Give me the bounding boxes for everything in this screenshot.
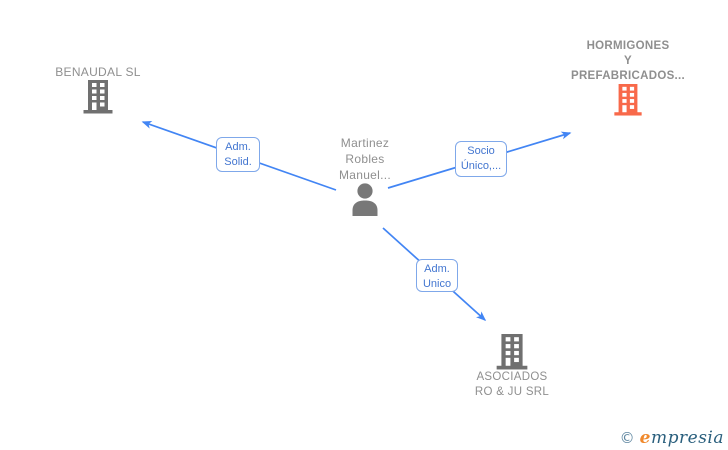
person-node-martinez[interactable]: Martinez Robles Manuel... bbox=[295, 135, 435, 216]
edge-label-socio-unico[interactable]: Socio Único,... bbox=[455, 141, 507, 177]
company-node-benaudal[interactable]: BENAUDAL SL bbox=[18, 64, 178, 114]
company-node-asociados[interactable]: ASOCIADOS RO & JU SRL bbox=[442, 334, 582, 400]
company-node-hormigones[interactable]: HORMIGONES Y PREFABRICADOS... bbox=[553, 39, 703, 116]
company-name-asociados: ASOCIADOS RO & JU SRL bbox=[474, 371, 550, 398]
person-name-martinez: Martinez Robles Manuel... bbox=[338, 136, 392, 182]
company-name-benaudal: BENAUDAL SL bbox=[55, 65, 141, 79]
edge-label-adm-solid[interactable]: Adm. Solid. bbox=[216, 137, 260, 172]
empresia-watermark: © empresia bbox=[620, 428, 724, 448]
building-icon bbox=[83, 80, 113, 114]
copyright-icon: © bbox=[619, 429, 635, 447]
company-name-hormigones: HORMIGONES Y PREFABRICADOS... bbox=[570, 40, 686, 82]
building-icon bbox=[614, 84, 642, 116]
person-icon bbox=[352, 183, 378, 216]
empresia-logo-text: empresia bbox=[639, 428, 724, 448]
edge-label-adm-unico[interactable]: Adm. Unico bbox=[416, 259, 458, 292]
building-icon bbox=[496, 334, 528, 370]
